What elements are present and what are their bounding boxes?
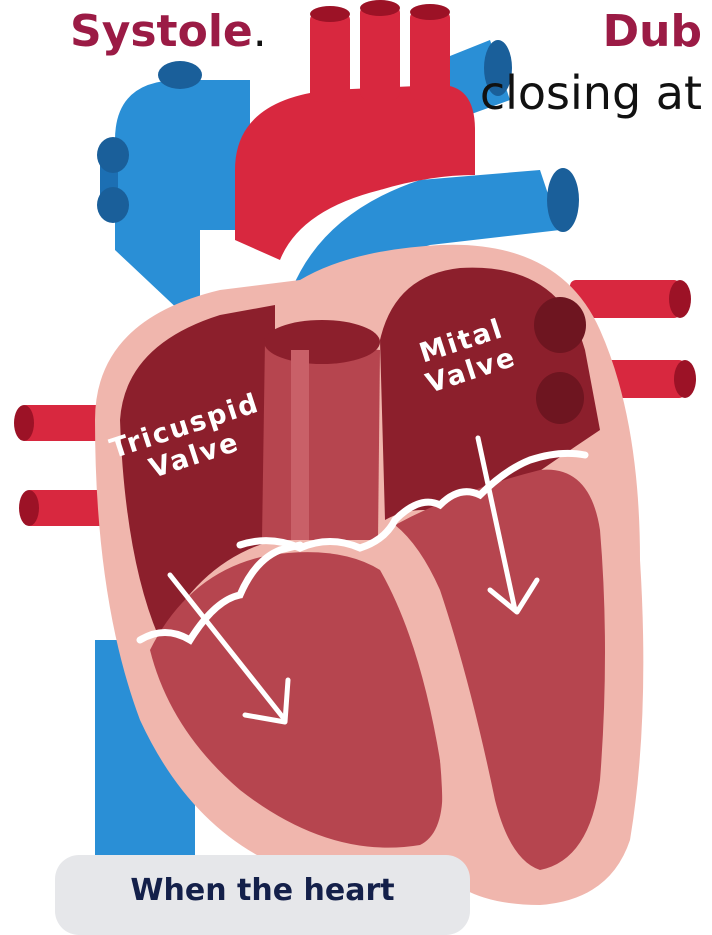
heart-illustration [0,0,712,913]
closing-at-text: closing at [480,70,702,116]
caption-text: When the heart [55,873,470,908]
systole-period: . [253,6,267,57]
systole-title: Systole. [70,10,267,54]
heart-diagram: Systole. Dub closing at Tricuspid Valve … [0,0,712,913]
dub-title: Dub [603,10,702,54]
systole-word: Systole [70,6,253,57]
aortic-root [262,320,380,540]
